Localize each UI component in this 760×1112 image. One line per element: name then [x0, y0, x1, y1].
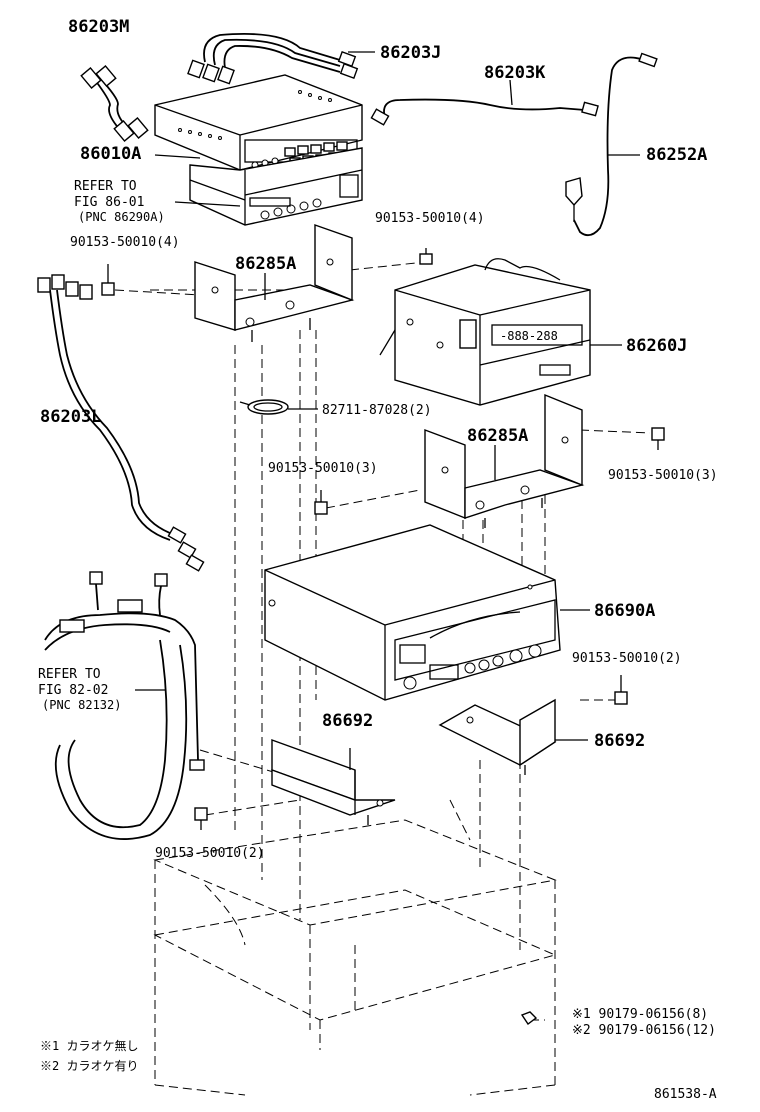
cable-86252A — [565, 52, 658, 237]
label-86252A: 86252A — [646, 145, 707, 165]
label-86692-right: 86692 — [594, 731, 645, 751]
label-bolt-lower-right: 90153-50010(2) — [572, 651, 682, 666]
bolt-mid-right — [651, 427, 665, 450]
bracket-86285A-upper — [194, 224, 355, 342]
label-86010A: 86010A — [80, 144, 141, 164]
label-bolt-lower-left: 90153-50010(2) — [155, 846, 265, 861]
label-86203M: 86203M — [68, 17, 129, 37]
label-86203J: 86203J — [380, 43, 441, 63]
leader-lines — [135, 51, 640, 770]
ref2-line3: (PNC 82132) — [42, 698, 121, 712]
label-screw-12: ※2 90179-06156(12) — [572, 1023, 716, 1038]
cable-86203M — [80, 65, 149, 142]
ref2-line1: REFER TO — [38, 667, 101, 682]
ref1-line3: (PNC 86290A) — [78, 210, 165, 224]
label-82711: 82711-87028(2) — [322, 403, 432, 418]
label-86260J: 86260J — [626, 336, 687, 356]
unit-86690A — [264, 524, 561, 701]
note-karaoke-with: ※2 カラオケ有り — [40, 1059, 138, 1073]
part-labels: 86203M 86203J 86203K 86010A 86252A REFER… — [38, 17, 718, 1102]
bolt-lower-left — [194, 807, 208, 830]
cable-86203K — [370, 98, 599, 126]
bolt-top-left — [101, 264, 115, 296]
note-karaoke-none: ※1 カラオケ無し — [40, 1038, 138, 1053]
bolt-top-right — [419, 248, 433, 265]
cable-86203J — [187, 33, 359, 85]
label-screw-8: ※1 90179-06156(8) — [572, 1007, 708, 1022]
label-86690A: 86690A — [594, 601, 655, 621]
bracket-86285A-middle — [424, 393, 585, 528]
bracket-86692-right — [438, 698, 557, 775]
label-bolt-top-right: 90153-50010(4) — [375, 211, 485, 226]
unit-86260J-display: -888-288 — [500, 329, 558, 343]
base-cabinet — [153, 819, 557, 1096]
harness-82132 — [44, 571, 205, 840]
label-bolt-mid-left: 90153-50010(3) — [268, 461, 378, 476]
ref1-line2: FIG 86-01 — [74, 195, 144, 210]
bolt-lower-right — [614, 675, 628, 705]
label-86203L: 86203L — [40, 407, 101, 427]
label-86285A-middle: 86285A — [467, 426, 528, 446]
label-bolt-mid-right: 90153-50010(3) — [608, 468, 718, 483]
ref1-line1: REFER TO — [74, 179, 137, 194]
cable-86203L — [37, 274, 205, 572]
bolt-mid-left — [314, 490, 328, 515]
label-86692-left: 86692 — [322, 711, 373, 731]
bracket-86692-left — [271, 739, 396, 825]
ref2-line2: FIG 82-02 — [38, 683, 108, 698]
diagram-id: 861538-A — [654, 1087, 717, 1102]
label-86285A-upper: 86285A — [235, 254, 296, 274]
unit-86260J: -888-288 — [379, 258, 591, 406]
label-86203K: 86203K — [484, 63, 546, 83]
screw-bottom — [520, 1011, 538, 1026]
clamp-82711 — [239, 399, 289, 415]
bolts — [101, 248, 665, 1026]
label-bolt-top-left: 90153-50010(4) — [70, 235, 180, 250]
